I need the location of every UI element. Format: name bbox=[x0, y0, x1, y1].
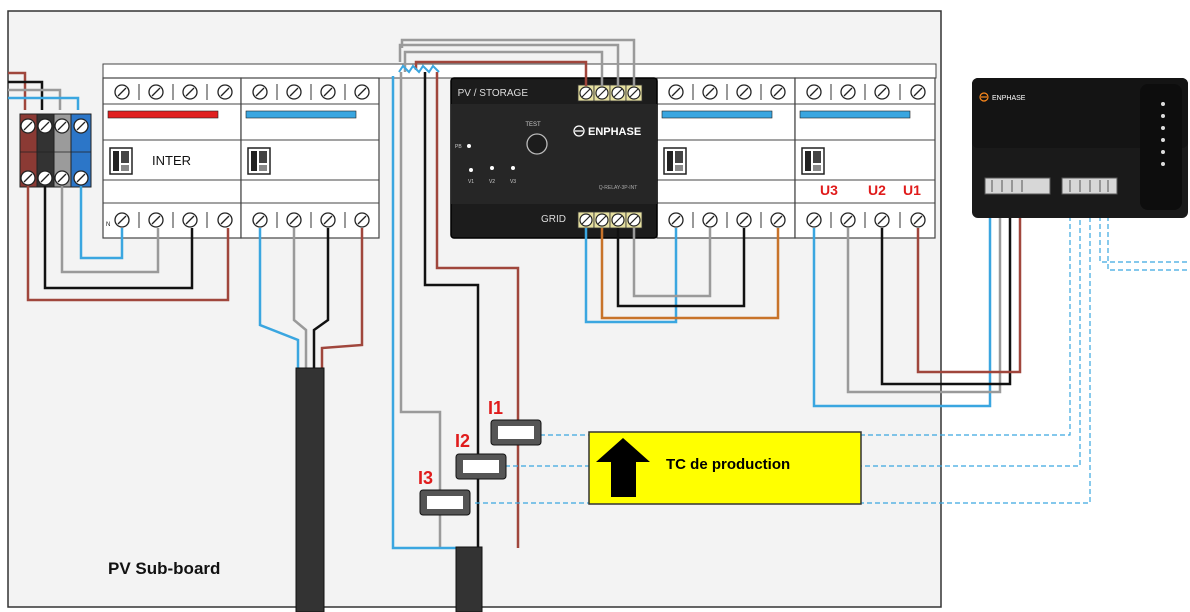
breaker-red-bar bbox=[107, 110, 219, 119]
enphase-envoy: ENPHASE bbox=[972, 78, 1188, 218]
voltage-label-u1: U1 bbox=[903, 182, 921, 198]
envoy-logo-icon bbox=[979, 92, 989, 102]
board-title: PV Sub-board bbox=[108, 559, 220, 578]
ct-label-i1: I1 bbox=[488, 398, 503, 418]
voltage-label-u2: U2 bbox=[868, 182, 886, 198]
svg-text:V1: V1 bbox=[468, 179, 474, 185]
envoy-brand: ENPHASE bbox=[992, 95, 1026, 102]
relay-test-label: TEST bbox=[525, 122, 541, 128]
relay-model: Q-RELAY-3P-INT bbox=[599, 185, 638, 191]
relay-led-v1 bbox=[469, 168, 473, 172]
breaker-4: U3 U2 U1 bbox=[794, 77, 936, 239]
ct-label-i2: I2 bbox=[455, 431, 470, 451]
breaker-inter: INTER N bbox=[102, 77, 242, 239]
main-terminal-block bbox=[19, 113, 92, 188]
production-ct-callout: TC de production bbox=[588, 431, 862, 505]
arrow-up-icon bbox=[596, 438, 650, 497]
cable-ct bbox=[455, 546, 483, 612]
svg-text:V2: V2 bbox=[489, 179, 495, 185]
envoy-voltage-terminals bbox=[984, 177, 1051, 195]
breaker-2 bbox=[240, 77, 380, 239]
cable-left bbox=[295, 367, 325, 612]
neutral-mark: N bbox=[106, 222, 110, 228]
relay-bottom-label: GRID bbox=[541, 214, 566, 225]
enphase-logo-icon bbox=[573, 125, 585, 137]
svg-text:V3: V3 bbox=[510, 179, 516, 185]
ct-clamp-i2: I2 bbox=[455, 431, 507, 480]
ct-clamp-i1: I1 bbox=[488, 398, 542, 446]
enphase-q-relay: PV / STORAGE GRID TEST ENPHASE PB V1 V2 … bbox=[450, 77, 658, 239]
relay-led-pb bbox=[467, 144, 471, 148]
voltage-label-u3: U3 bbox=[820, 182, 838, 198]
breaker-terminals bbox=[114, 84, 926, 228]
relay-led-v2 bbox=[490, 166, 494, 170]
relay-test-button[interactable] bbox=[526, 133, 548, 155]
relay-led-label-pb: PB bbox=[455, 144, 462, 150]
callout-text: TC de production bbox=[666, 456, 790, 473]
breaker-3 bbox=[656, 77, 796, 239]
breaker-inter-label: INTER bbox=[152, 153, 191, 168]
relay-top-label: PV / STORAGE bbox=[458, 88, 529, 99]
ct-clamp-i3: I3 bbox=[418, 468, 471, 516]
ct-label-i3: I3 bbox=[418, 468, 433, 488]
relay-brand: ENPHASE bbox=[588, 126, 641, 138]
relay-led-v3 bbox=[511, 166, 515, 170]
